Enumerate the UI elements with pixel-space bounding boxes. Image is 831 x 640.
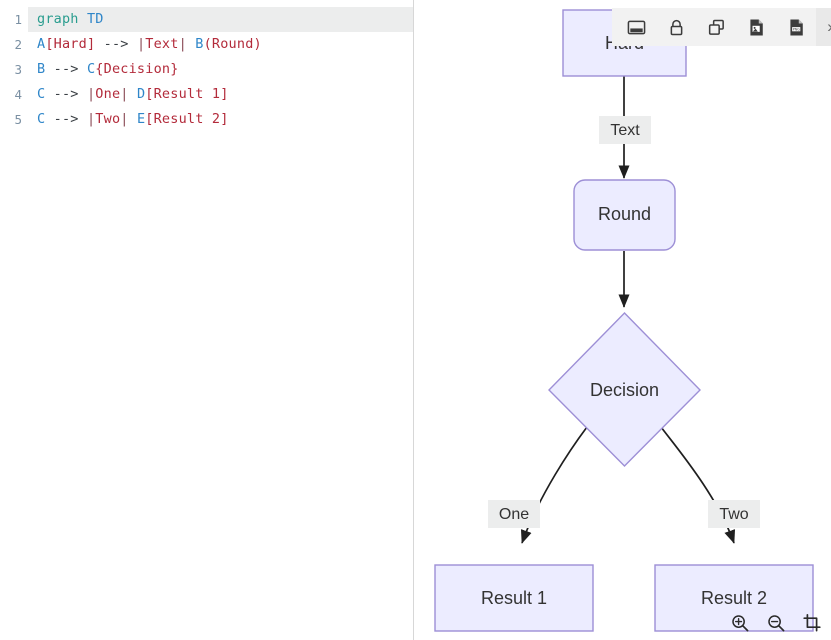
line-number: 2: [14, 37, 22, 52]
node-decision[interactable]: Decision: [548, 312, 701, 467]
copy-icon: [708, 19, 724, 35]
code-token: E: [136, 111, 146, 127]
code-token: -->: [95, 36, 137, 52]
line-number: 5: [14, 112, 22, 127]
code-token: A: [37, 36, 46, 52]
zoom-controls[interactable]: [729, 612, 823, 634]
node-round[interactable]: Round: [573, 179, 676, 251]
reset-view-button[interactable]: [801, 612, 823, 634]
code-token: |: [86, 86, 96, 102]
svg-text:Two: Two: [719, 506, 748, 523]
code-token: graph: [37, 11, 79, 27]
code-token: Two: [95, 111, 121, 127]
code-token: B: [195, 36, 204, 52]
code-token: B: [37, 61, 46, 77]
code-token: -->: [45, 111, 87, 127]
code-token: -->: [45, 61, 87, 77]
edge-label-text: Text: [599, 116, 651, 144]
more-options-button[interactable]: »: [816, 8, 831, 46]
zoom-out-icon: [768, 615, 785, 632]
code-line-text[interactable]: graph TD: [28, 7, 413, 32]
copy-button[interactable]: [696, 8, 736, 46]
code-token: Text: [145, 36, 179, 52]
code-token: D: [136, 86, 146, 102]
node-result-2-label: Result 2: [701, 588, 767, 608]
code-token: [187, 36, 195, 52]
code-line-text[interactable]: C --> |Two| E[Result 2]: [28, 107, 413, 132]
node-round-label: Round: [598, 204, 651, 224]
code-token: One: [95, 86, 121, 102]
code-token: [Result 1]: [145, 86, 229, 102]
line-number: 1: [14, 12, 22, 27]
node-result-1-shape: [434, 564, 594, 632]
code-token: -->: [45, 86, 87, 102]
diagram-preview-pane[interactable]: Hard Round Decision Result 1 Result 2: [414, 0, 831, 640]
code-line-text[interactable]: C --> |One| D[Result 1]: [28, 82, 413, 107]
fit-to-screen-icon: [627, 20, 645, 34]
lock-icon: [670, 19, 682, 35]
code-line-text[interactable]: A[Hard] --> |Text| B(Round): [28, 32, 413, 57]
zoom-in-icon: [732, 615, 749, 632]
svg-text:One: One: [499, 506, 529, 523]
code-token: [79, 11, 87, 27]
code-token: |: [120, 86, 129, 102]
node-round-shape: [573, 179, 676, 251]
flowchart-svg: Hard Round Decision Result 1 Result 2: [434, 9, 814, 632]
image-file-icon: [749, 19, 763, 35]
export-image-button[interactable]: [736, 8, 776, 46]
code-token: C: [86, 61, 96, 77]
zoom-out-button[interactable]: [765, 612, 787, 634]
edge-label-one: One: [488, 500, 540, 528]
code-token: C: [37, 86, 46, 102]
edge-label-two: Two: [708, 500, 760, 528]
code-token: [Result 2]: [145, 111, 229, 127]
export-png-button[interactable]: PNG: [776, 8, 816, 46]
node-result-1-label: Result 1: [481, 588, 547, 608]
svg-text:Text: Text: [610, 122, 640, 139]
code-token: [129, 86, 137, 102]
line-number: 3: [14, 62, 22, 77]
diagram-toolbar[interactable]: PNG »: [612, 8, 831, 46]
code-token: TD: [86, 11, 104, 27]
code-line-text[interactable]: B --> C{Decision}: [28, 57, 413, 82]
code-token: (Round): [203, 36, 262, 52]
code-token: [Hard]: [45, 36, 96, 52]
node-decision-shape: [548, 312, 701, 467]
fit-to-screen-button[interactable]: [616, 8, 656, 46]
png-file-icon: PNG: [789, 19, 803, 35]
line-number: 4: [14, 87, 22, 102]
svg-text:PNG: PNG: [792, 27, 800, 31]
node-decision-label: Decision: [590, 380, 659, 400]
reset-view-icon: [803, 613, 821, 632]
zoom-in-button[interactable]: [729, 612, 751, 634]
code-token: |: [86, 111, 96, 127]
code-token: |: [136, 36, 146, 52]
code-token: [129, 111, 137, 127]
node-result-1[interactable]: Result 1: [434, 564, 594, 632]
code-token: C: [37, 111, 46, 127]
code-token: {Decision}: [95, 61, 179, 77]
code-token: |: [120, 111, 129, 127]
code-line[interactable]: 1 graph TD: [0, 7, 413, 32]
lock-button[interactable]: [656, 8, 696, 46]
code-token: |: [178, 36, 187, 52]
